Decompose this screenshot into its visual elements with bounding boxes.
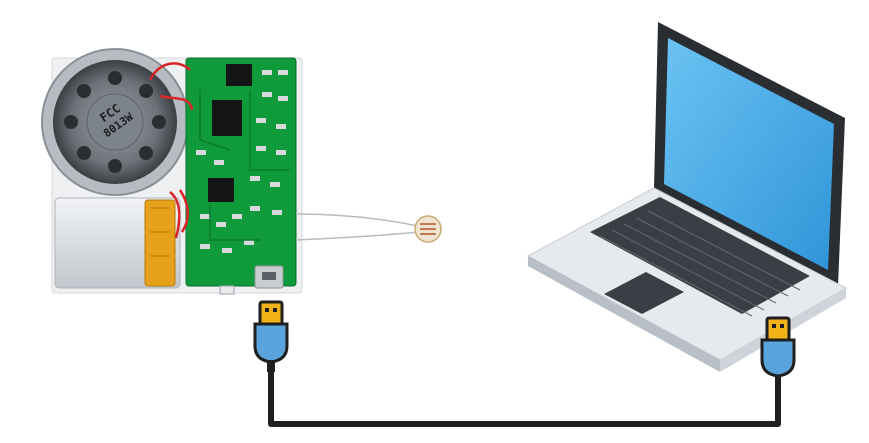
ic-chip-3: [208, 178, 234, 202]
touchpad: [604, 272, 684, 314]
battery: [54, 197, 181, 289]
pcb: [185, 57, 297, 287]
laptop-screen: [664, 38, 834, 270]
usb-plug-left: [253, 300, 289, 372]
usb-plug-icon: [760, 316, 796, 378]
sound-module: FCC 8013W: [41, 48, 303, 295]
ic-chip-2: [212, 100, 242, 136]
sensor-lead-1: [295, 213, 419, 227]
keyboard-rows: [599, 210, 801, 317]
speaker-center: [86, 93, 144, 151]
sensor-lead-2: [295, 231, 419, 241]
keyboard: [590, 197, 810, 314]
pcb-traces: [199, 90, 290, 241]
speaker: FCC 8013W: [41, 48, 189, 196]
usb-plug-icon: [253, 300, 289, 372]
usb-cable: [268, 370, 781, 427]
laptop-icon: [526, 22, 848, 372]
pcb-board: [185, 57, 297, 295]
speaker-holes: [64, 71, 166, 173]
laptop-base-edge: [528, 256, 720, 372]
battery-tape: [144, 199, 176, 287]
smd-components: [196, 70, 288, 253]
usb-plug-right: [760, 316, 796, 378]
power-switch: [219, 285, 235, 295]
red-wires: [148, 62, 194, 239]
ic-chip-1: [226, 64, 252, 86]
photoresistor: [295, 213, 442, 243]
